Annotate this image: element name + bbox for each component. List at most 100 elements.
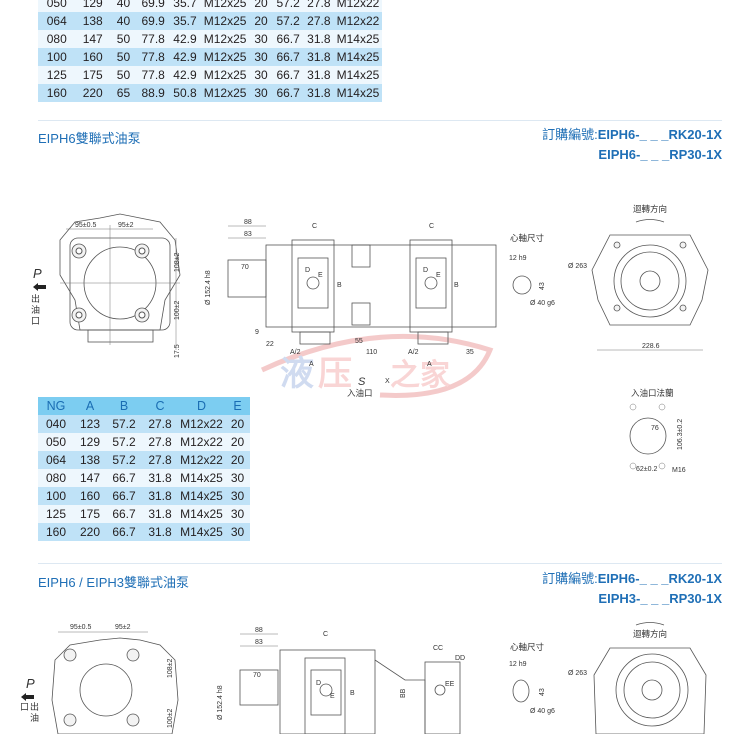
dim-label: B (454, 282, 459, 289)
table-cell: 160 (75, 48, 110, 66)
dim-label: C (323, 631, 328, 638)
table-cell: M12x25 (200, 66, 250, 84)
table-cell: 50 (109, 48, 137, 66)
table-cell: M14x25 (333, 48, 382, 66)
table-cell: 129 (74, 433, 106, 451)
dim-label: B (350, 690, 355, 697)
dim-label: 95±2 (118, 222, 134, 229)
table-cell: 31.8 (303, 66, 334, 84)
table-cell: M12x22 (333, 0, 382, 12)
dim-label: 70 (253, 672, 261, 679)
dim-label: 95±0.5 (70, 624, 91, 631)
table-cell: 138 (75, 12, 110, 30)
rotation-label: 迴轉方向 (633, 204, 667, 214)
order-code-label: 訂購編號: (542, 127, 598, 142)
table-cell: 66.7 (106, 469, 142, 487)
table-cell: 66.7 (272, 30, 304, 48)
table-cell: 40 (109, 12, 137, 30)
dim-label: E (330, 693, 335, 700)
table-cell: 30 (225, 487, 250, 505)
table-cell: 160 (74, 487, 106, 505)
table-cell: 57.2 (106, 433, 142, 451)
dim-label: 43 (539, 688, 546, 696)
table-cell: M12x25 (200, 12, 250, 30)
dim-label: A/2 (408, 349, 419, 356)
table-cell: 27.8 (303, 0, 334, 12)
port-label: 出油口 (19, 702, 39, 724)
table-cell: 35.7 (169, 0, 201, 12)
table-cell: 27.8 (142, 415, 178, 433)
table-cell: 123 (74, 415, 106, 433)
dim-label: Ø 263 (568, 670, 587, 677)
table-cell: 30 (249, 48, 273, 66)
rotation-arrow-icon (635, 219, 665, 223)
table-cell: 57.2 (106, 415, 142, 433)
table-cell: 31.8 (142, 523, 178, 541)
dim-label: Ø 152.4 h8 (217, 685, 224, 720)
dim-label: 83 (244, 231, 252, 238)
table-cell: 77.8 (137, 30, 170, 48)
dim-label: 12 h9 (509, 255, 527, 262)
port-letter: P (26, 676, 35, 691)
table-cell: 125 (38, 505, 74, 523)
dim-label: 12 h9 (509, 661, 527, 668)
table-cell: M12x25 (200, 48, 250, 66)
table-cell: 050 (38, 0, 76, 12)
dim-label: 55 (355, 338, 363, 345)
table-cell: M14x25 (178, 505, 225, 523)
front-view-drawing-2: 95±0.5 95±2 108±2 100±2 P (21, 624, 179, 734)
column-header: A (74, 397, 106, 415)
dim-label: A (427, 361, 432, 368)
dim-label: Ø 263 (568, 263, 587, 270)
dim-label: 17.5 (174, 344, 181, 358)
dim-label: 108±2 (174, 252, 181, 272)
dim-label: 43 (539, 282, 546, 290)
port-letter: P (33, 266, 42, 281)
dim-label: 62±0.2 (636, 466, 657, 473)
dim-label: Ø 152.4 h8 (205, 270, 212, 305)
table-cell: M14x25 (178, 487, 225, 505)
svg-text:之家: 之家 (390, 358, 450, 392)
table-cell: M12x25 (200, 0, 250, 12)
flange-title: 入油口法蘭 (631, 388, 674, 398)
dim-label: 100±2 (174, 300, 181, 320)
dim-label: M16 (672, 467, 686, 474)
column-header: E (225, 397, 250, 415)
table-cell: 65 (109, 84, 137, 102)
table-cell: 129 (75, 0, 110, 12)
dim-label: A/2 (290, 349, 301, 356)
order-code-block: 訂購編號:EIPH6-_ _ _RK20-1X EIPH6-_ _ _RP30-… (542, 125, 722, 165)
dim-label: X (385, 378, 390, 385)
table-cell: 57.2 (272, 12, 304, 30)
table-cell: 27.8 (142, 433, 178, 451)
table-cell: M12x22 (178, 451, 225, 469)
table-cell: 66.7 (272, 48, 304, 66)
order-code: EIPH6-_ _ _RK20-1X (597, 127, 722, 142)
table-cell: 40 (109, 0, 137, 12)
table-cell: M14x25 (333, 84, 382, 102)
table-cell: 42.9 (169, 30, 201, 48)
table-cell: 31.8 (142, 487, 178, 505)
dim-label: 228.6 (642, 343, 660, 350)
table-cell: M14x25 (178, 469, 225, 487)
dim-label: 95±0.5 (75, 222, 96, 229)
table-cell: 138 (74, 451, 106, 469)
table-cell: 42.9 (169, 48, 201, 66)
table-cell: 66.7 (106, 487, 142, 505)
inlet-flange-drawing: 入油口法蘭 76 106.3±0.2 62±0.2 M16 (629, 388, 686, 474)
section-divider (38, 563, 722, 564)
table-cell: 66.7 (272, 84, 304, 102)
dim-label: EE (445, 681, 455, 688)
table-cell: M12x22 (178, 415, 225, 433)
section-title: EIPH6 / EIPH3雙聯式油泵 (38, 575, 189, 590)
